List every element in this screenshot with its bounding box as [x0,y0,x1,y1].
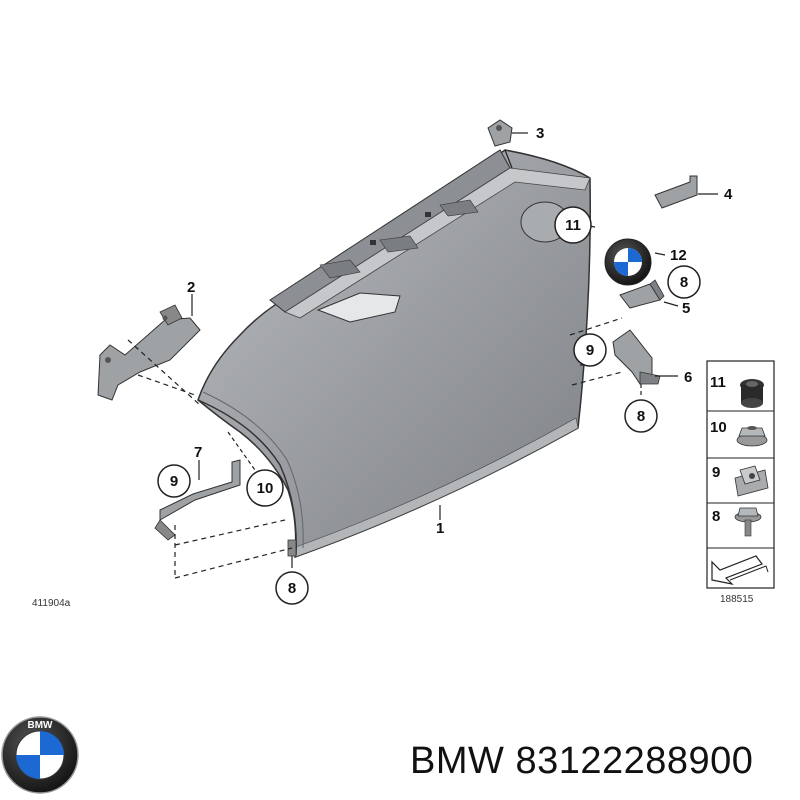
leader-lines [127,132,718,579]
logo-letters: BMW [28,720,54,731]
callouts: 11 8 9 8 9 10 8 [157,206,701,605]
grommet-icon [740,379,764,408]
legend-label-10: 10 [710,419,727,436]
label-3: 3 [536,125,544,142]
callout-10-label: 10 [257,480,274,497]
callout-9-right-label: 9 [586,342,594,359]
label-7: 7 [194,444,202,461]
part-title: BMW 83122288900 [410,740,753,783]
label-6: 6 [684,369,692,386]
callout-8-right: 8 [667,265,701,299]
label-12: 12 [670,247,687,264]
hex-nut-icon [736,426,768,447]
label-2: 2 [187,279,195,296]
part-number: 83122288900 [515,740,754,782]
diagram-code-right: 188515 [720,594,754,605]
part-numbers: 3 4 12 5 6 2 7 1 [187,125,733,537]
arrow-icon [711,555,769,585]
clip-nut-icon [734,465,769,497]
label-4: 4 [724,186,733,203]
callout-8-right-label: 8 [680,274,688,291]
callout-8-lower-right-label: 8 [637,408,645,425]
bracket-4 [654,175,698,209]
bracket-5 [619,279,665,309]
legend-label-11: 11 [710,374,726,391]
bracket-6 [612,329,661,385]
fender-panel [197,149,591,559]
bmw-badge-icon [604,238,652,286]
bracket-7 [154,459,241,541]
callout-10: 10 [246,469,284,507]
callout-9-left: 9 [157,464,191,498]
legend-label-8: 8 [712,508,720,525]
callout-9-right: 9 [573,333,607,367]
callout-11-label: 11 [565,217,581,234]
callout-8-bottom: 8 [275,571,309,605]
diagram-code-left: 411904a [32,598,71,609]
callout-11: 11 [554,206,592,244]
callout-8-lower-right: 8 [624,399,658,433]
bolt-icon [734,507,762,537]
callout-9-left-label: 9 [170,473,178,490]
bracket-3 [487,119,513,147]
label-1: 1 [436,520,444,537]
callout-8-bottom-label: 8 [288,580,296,597]
label-5: 5 [682,300,690,317]
bracket-2 [97,304,201,401]
brand-name: BMW [410,740,505,782]
bmw-logo: BMW [1,716,79,794]
legend-label-9: 9 [712,464,720,481]
fastener-legend: 11 10 9 8 [706,360,775,589]
